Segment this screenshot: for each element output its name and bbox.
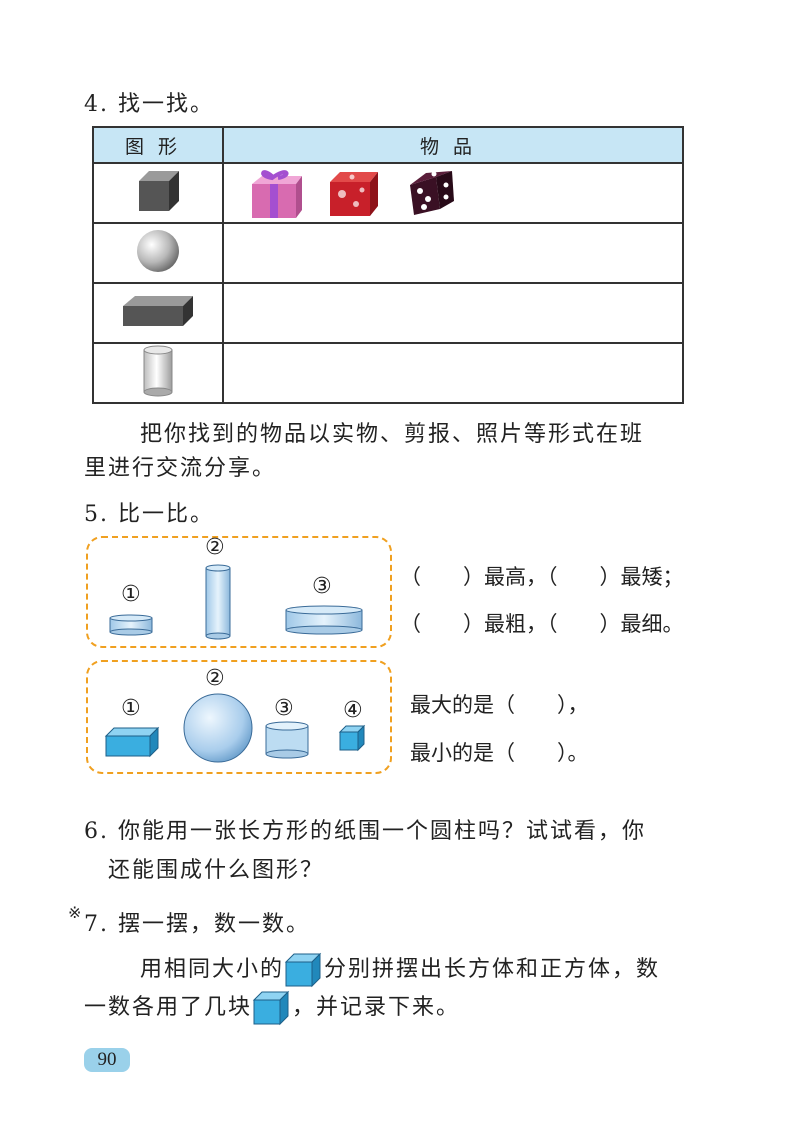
label-2: ② [205,666,225,691]
red-tin-icon [330,172,378,216]
cylinder-tall [205,564,231,640]
shape-cell [92,282,224,344]
shape-cell [92,222,224,284]
q7-line1-b: 分别拼摆出长方体和正方体，数 [324,957,661,982]
q7-line1-a: 用相同大小的 [140,957,285,982]
dice-icon [410,171,454,215]
gift-box-icon [252,170,302,218]
table-header-shape: 图形 [92,126,224,164]
q5-group1-line2: （ ）最粗，（ ）最细。 [400,612,684,636]
items-cell [222,222,684,284]
q7-line1: 用相同大小的 分别拼摆出长方体和正方体，数 [140,952,660,988]
label-2: ② [205,535,225,560]
blue-cuboid [104,726,160,758]
items-cell [222,342,684,404]
compare-box-1 [86,536,392,648]
cylinder-short-thin [109,614,153,636]
label-3: ③ [312,574,332,599]
q6-line2: 还能围成什么图形？ [108,858,325,883]
cylinders-group [109,564,363,640]
q6-line1: 6. 你能用一张长方形的纸围一个圆柱吗？试试看，你 [84,819,646,844]
q7-line2-b: ，并记录下来。 [292,995,461,1020]
label-3: ③ [274,696,294,721]
cuboid-icon [123,296,193,326]
table-row [92,162,684,224]
q4-paragraph-line2: 里进行交流分享。 [84,456,277,481]
q7-title: 7. 摆一摆，数一数。 [84,912,310,937]
cylinder-icon [143,345,173,397]
q5-group2-line1: 最大的是（ ）， [410,693,589,717]
q5-group2-line2: 最小的是（ ）。 [410,741,589,765]
q5-title: 5. 比一比。 [84,502,214,527]
q7-mark: ※ [68,903,82,922]
label-1: ① [121,696,141,721]
blue-small-cube [338,724,366,752]
q4-paragraph-line1: 把你找到的物品以实物、剪报、照片等形式在班 [140,422,645,447]
q5-group1-line1: （ ）最高，（ ）最矮； [400,565,684,589]
q4-title: 4. 找一找。 [84,92,214,117]
q7-line2: 一数各用了几块 ，并记录下来。 [84,990,460,1026]
shape-cell [92,162,224,224]
blue-cylinder [265,721,309,759]
compare-box-2 [86,660,392,774]
table-row [92,222,684,284]
cylinder-wide [285,605,363,635]
table-row [92,282,684,344]
table-header-items: 物品 [222,126,684,164]
page-number: 90 [84,1048,130,1072]
blue-sphere [183,693,253,763]
small-cube-icon [284,952,322,988]
items-cell [222,282,684,344]
solids-group [104,693,366,763]
label-1: ① [121,582,141,607]
table-row [92,342,684,404]
cube-icon [139,171,179,211]
sphere-icon [137,230,179,272]
shape-cell [92,342,224,404]
items-cell [222,162,684,224]
label-4: ④ [343,698,363,723]
q7-line2-a: 一数各用了几块 [84,995,253,1020]
small-cube-icon [252,990,290,1026]
shape-items-table: 图形 物品 [92,126,684,404]
